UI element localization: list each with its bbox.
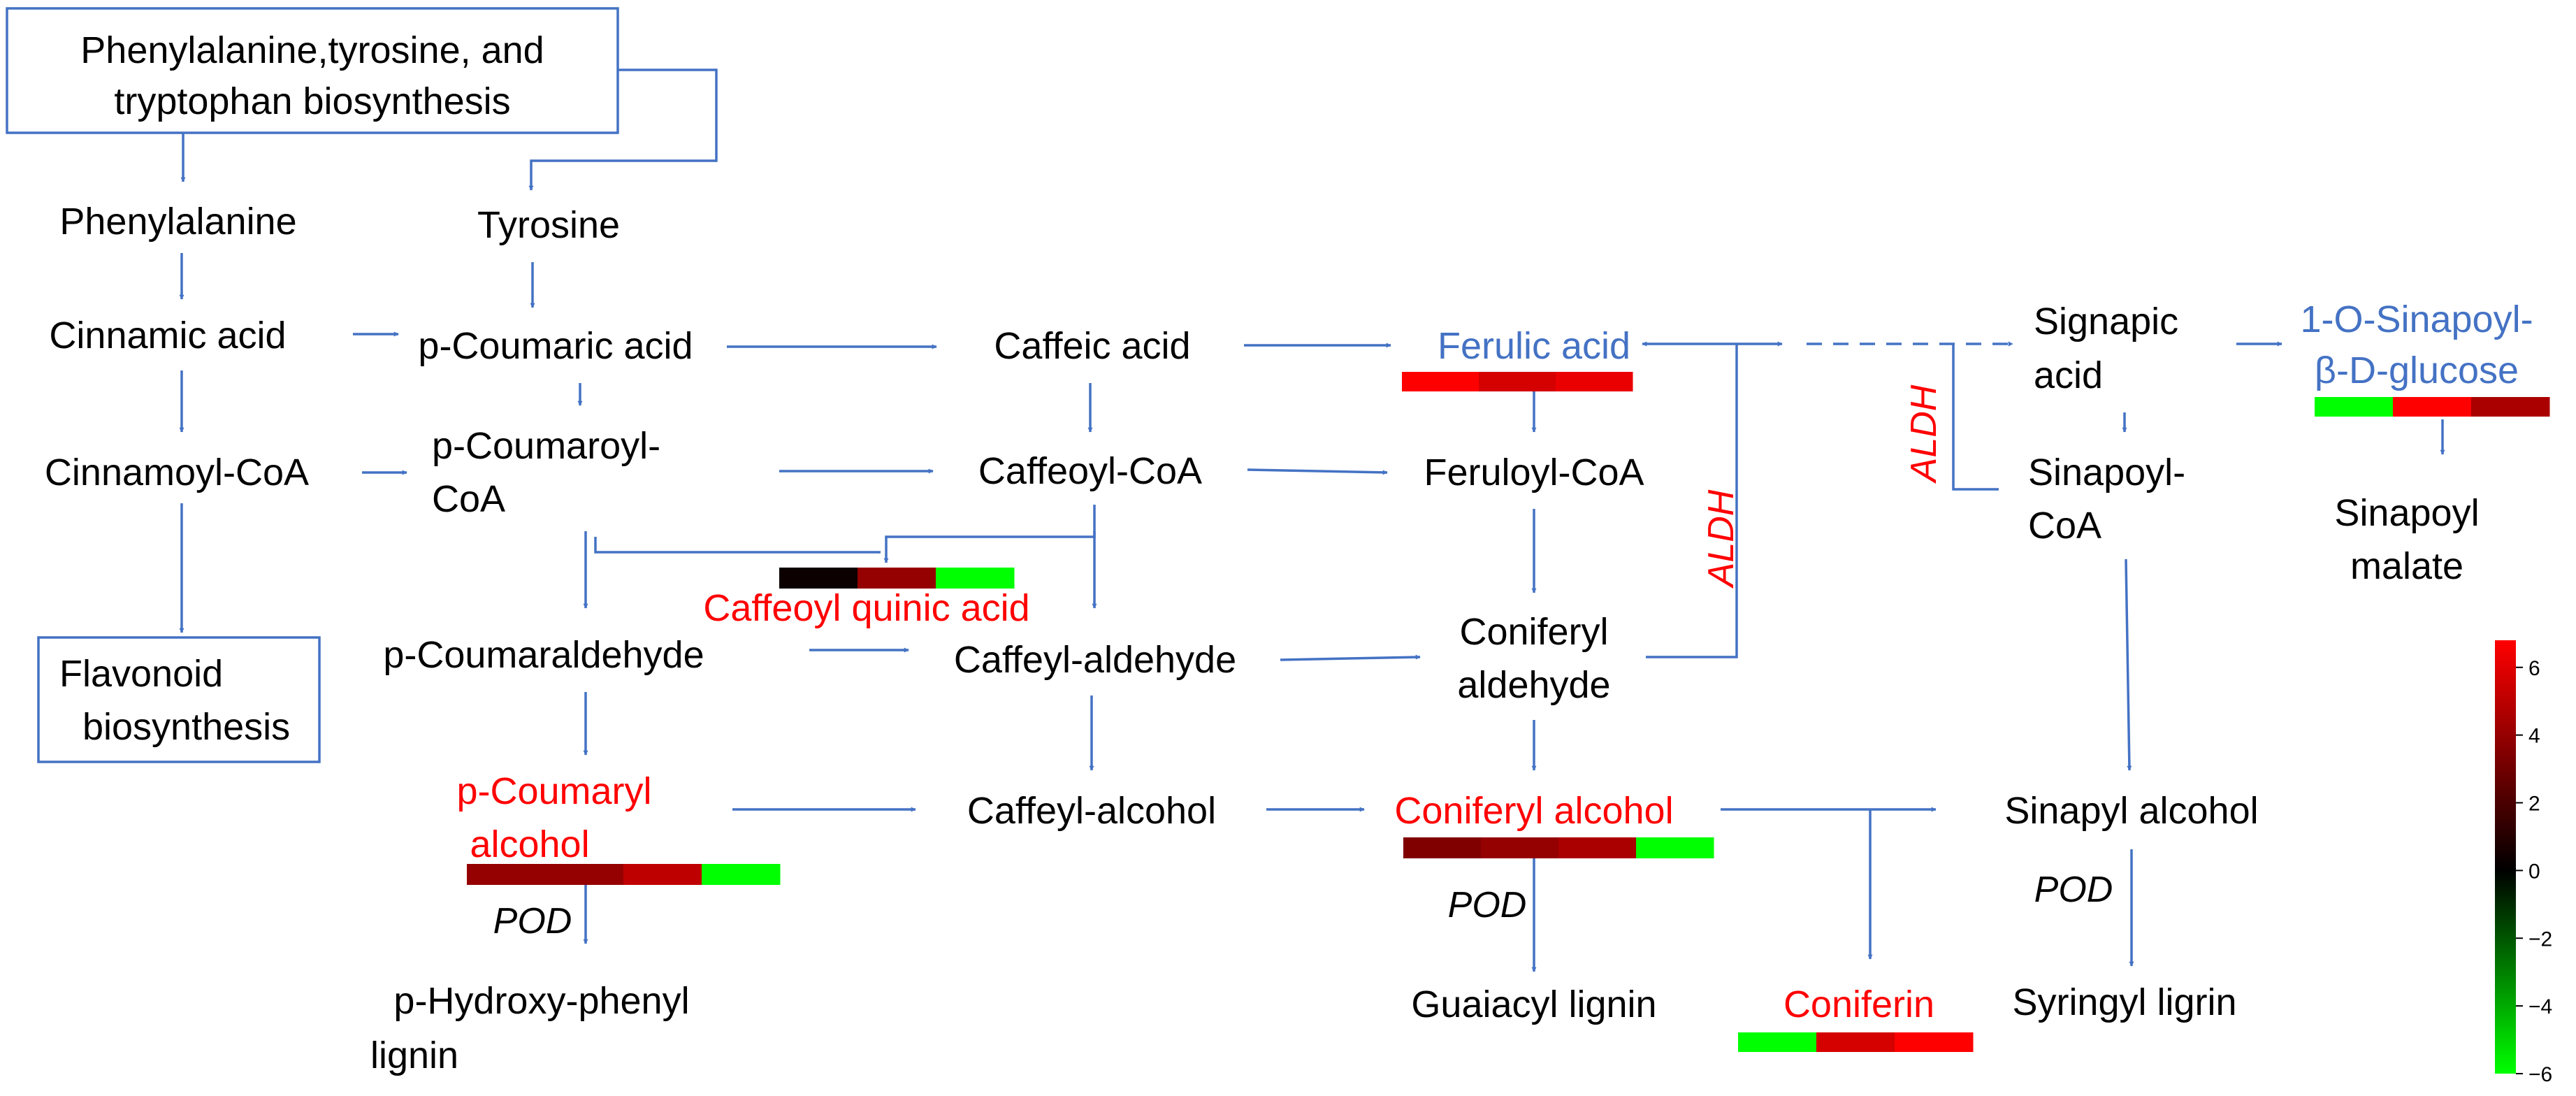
heatmap-cell-coniferyl-alcohol-3 — [1558, 837, 1637, 858]
heatmap-cell-coniferin-1 — [1738, 1032, 1817, 1052]
label-h-lignin-line2: lignin — [370, 1034, 458, 1076]
color-scale-ticks: 6 4 2 0 −2 −4 −6 — [2516, 657, 2552, 1086]
label-signapic-acid-line2: acid — [2034, 354, 2103, 396]
label-cinnamoyl-coa: Cinnamoyl-CoA — [45, 452, 309, 493]
label-cinnamic-acid: Cinnamic acid — [49, 315, 286, 356]
color-scale-tick-label: −6 — [2528, 1063, 2552, 1086]
heatmap-cell-coniferyl-alcohol-4 — [1636, 837, 1714, 858]
heatmap-cell-ferulic-acid-1 — [1402, 372, 1479, 391]
label-flavonoid-line2: biosynthesis — [82, 706, 290, 748]
label-ferulic-acid: Ferulic acid — [1438, 325, 1630, 367]
metabolite-labels: Phenylalanine,tyrosine, and tryptophan b… — [45, 29, 2533, 1076]
label-caffeoyl-quinic-acid: Caffeoyl quinic acid — [703, 587, 1029, 629]
label-signapic-acid-line1: Signapic — [2034, 301, 2178, 342]
label-caffeyl-aldehyde: Caffeyl-aldehyde — [954, 639, 1236, 681]
label-caffeic-acid: Caffeic acid — [994, 325, 1190, 367]
heatmap-cell-caffeoyl-quinic-acid-1 — [779, 568, 858, 589]
color-scale-tick-label: −2 — [2528, 928, 2552, 951]
arrow-caffeoyl-coa-to-caffeoyl-quinic — [883, 531, 1096, 563]
heatmap-cell-caffeoyl-quinic-acid-3 — [936, 568, 1015, 589]
label-p-coumaroyl-coa-line1: p-Coumaroyl- — [432, 425, 660, 467]
heatmap-cell-1-o-sinapoyl-d-glucose-2 — [2393, 397, 2472, 417]
label-caffeyl-alcohol: Caffeyl-alcohol — [967, 790, 1216, 832]
label-sinapoyl-glucose-line2: β-D-glucose — [2315, 349, 2519, 391]
heatmap-cell-1-o-sinapoyl-d-glucose-1 — [2315, 397, 2394, 417]
color-scale-tick-label: 0 — [2528, 860, 2540, 883]
heatmap-cell-ferulic-acid-2 — [1479, 372, 1556, 391]
label-p-coumaryl-alcohol-line2: alcohol — [470, 823, 589, 865]
connector-p-coumaroyl-coa-to-quinic — [594, 537, 881, 554]
label-sinapoyl-coa-line1: Sinapoyl- — [2028, 452, 2185, 493]
label-h-lignin-line1: p-Hydroxy-phenyl — [393, 980, 689, 1022]
color-scale-tick-label: 4 — [2528, 725, 2540, 748]
label-sinapoyl-malate-line2: malate — [2350, 545, 2463, 587]
heatmap-strips — [467, 372, 2550, 1052]
label-sinapoyl-malate-line1: Sinapoyl — [2334, 492, 2479, 534]
heatmap-cell-coniferyl-alcohol-2 — [1481, 837, 1559, 858]
arrow-box-to-tyrosine — [528, 68, 718, 191]
label-p-coumaryl-alcohol-line1: p-Coumaryl — [456, 770, 651, 812]
color-scale: 6 4 2 0 −2 −4 −6 — [2495, 640, 2552, 1086]
flavonoid-box — [37, 636, 321, 763]
heatmap-cell-coniferyl-alcohol-1 — [1403, 837, 1482, 858]
label-caffeoyl-coa: Caffeoyl-CoA — [978, 450, 1202, 492]
enzyme-aldh-1: ALDH — [1701, 489, 1742, 589]
color-scale-tick-label: −4 — [2528, 995, 2552, 1018]
heatmap-cell-p-coumaryl-alcohol-3 — [623, 864, 702, 885]
label-syringyl-lignin: Syringyl ligrin — [2012, 981, 2236, 1023]
enzyme-pod-2: POD — [1448, 885, 1527, 925]
label-coniferyl-aldehyde-line1: Coniferyl — [1459, 611, 1608, 653]
enzyme-labels: ALDH ALDH POD POD POD — [493, 384, 2113, 942]
arrow-sinapoyl-coa-to-sinapyl-alcohol — [2125, 558, 2132, 771]
heatmap-cell-1-o-sinapoyl-d-glucose-3 — [2471, 397, 2550, 417]
label-sinapoyl-coa-line2: CoA — [2028, 505, 2101, 547]
heatmap-cell-p-coumaryl-alcohol-1 — [467, 864, 546, 885]
label-coniferin: Coniferin — [1783, 983, 1934, 1025]
color-scale-tick-label: 6 — [2528, 657, 2540, 680]
heatmap-cell-p-coumaryl-alcohol-4 — [702, 864, 781, 885]
label-feruloyl-coa: Feruloyl-CoA — [1424, 452, 1644, 493]
label-phe-tyr-trp-line1: Phenylalanine,tyrosine, and — [80, 29, 544, 71]
heatmap-cell-coniferin-3 — [1895, 1032, 1974, 1052]
heatmap-cell-p-coumaryl-alcohol-2 — [545, 864, 624, 885]
enzyme-pod-3: POD — [2034, 870, 2113, 910]
label-p-coumaroyl-coa-line2: CoA — [432, 478, 505, 520]
label-coniferyl-aldehyde-line2: aldehyde — [1457, 664, 1610, 706]
connector-aldh-sinapoyl-coa — [1952, 344, 1999, 491]
label-sinapoyl-glucose-line1: 1-O-Sinapoyl- — [2300, 298, 2533, 340]
label-sinapyl-alcohol: Sinapyl alcohol — [2004, 790, 2258, 832]
heatmap-cell-ferulic-acid-3 — [1556, 372, 1633, 391]
label-p-coumaraldehyde: p-Coumaraldehyde — [383, 634, 704, 676]
label-p-coumaric-acid: p-Coumaric acid — [418, 325, 693, 367]
heatmap-cell-caffeoyl-quinic-acid-2 — [858, 568, 936, 589]
arrow-caffeoyl-coa-to-feruloyl-coa — [1247, 468, 1388, 475]
connector-aldh-coniferyl-aldehyde — [1646, 344, 1738, 658]
color-scale-bar — [2495, 640, 2516, 1074]
label-phe-tyr-trp-line2: tryptophan biosynthesis — [114, 80, 510, 122]
label-phenylalanine: Phenylalanine — [59, 201, 296, 243]
label-flavonoid-line1: Flavonoid — [59, 653, 223, 695]
label-tyrosine: Tyrosine — [477, 204, 620, 246]
enzyme-pod-1: POD — [493, 901, 572, 942]
color-scale-tick-label: 2 — [2528, 793, 2540, 816]
enzyme-aldh-2: ALDH — [1904, 384, 1944, 484]
arrow-caffeyl-aldehyde-to-coniferyl-aldehyde — [1280, 654, 1421, 661]
label-coniferyl-alcohol: Coniferyl alcohol — [1394, 790, 1673, 832]
heatmap-cell-coniferin-2 — [1816, 1032, 1895, 1052]
label-guaiacyl-lignin: Guaiacyl lignin — [1411, 983, 1656, 1025]
pathway-arrows — [179, 68, 2445, 972]
